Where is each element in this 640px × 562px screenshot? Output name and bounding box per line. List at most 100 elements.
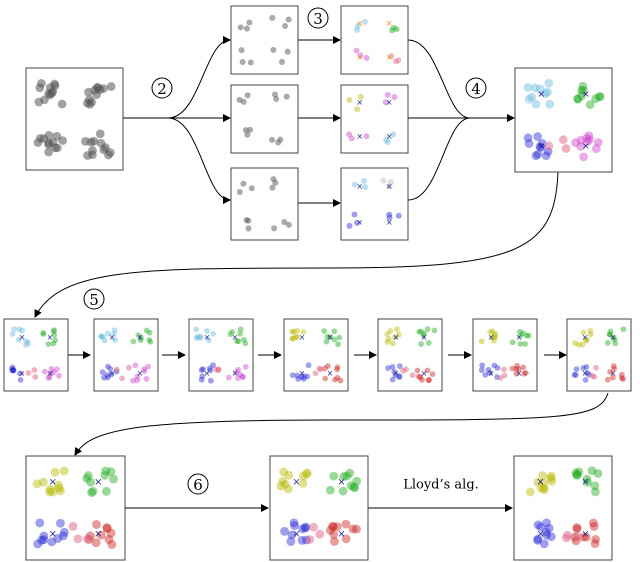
data-point [111,331,117,338]
data-point [539,483,549,493]
data-point [51,327,57,333]
data-point [304,373,311,380]
data-point [45,341,52,347]
data-point [45,487,55,497]
data-point [573,366,580,373]
data-point [386,211,393,218]
data-point [56,486,65,496]
data-point [353,26,360,34]
data-point [420,332,427,339]
data-point [50,340,57,347]
refine-panel-1: ×××× [3,318,69,392]
data-point [491,362,498,369]
data-point [362,184,369,191]
data-point [520,364,527,371]
data-point [143,375,150,382]
data-point [237,326,244,333]
data-point [393,26,400,33]
data-point [584,131,594,141]
data-point [9,367,16,374]
data-point [572,470,582,480]
data-point [229,328,236,335]
data-point [595,92,605,101]
data-point [239,58,246,65]
data-point [419,376,425,383]
data-point [536,483,546,493]
centroid-marker: × [386,132,393,141]
data-point [582,137,592,146]
data-point [294,334,300,341]
data-point [55,518,65,528]
data-point [16,326,23,333]
data-point [388,53,395,60]
data-point [533,149,543,159]
data-point [300,523,310,533]
data-point [9,364,16,371]
data-point [334,366,341,373]
data-point [290,521,299,531]
data-point [275,139,282,146]
centroid-marker: × [386,53,393,62]
centroid-marker: × [536,477,544,488]
data-point [95,129,105,139]
data-point [536,143,546,152]
data-point [98,334,105,340]
data-point [579,341,586,348]
data-point [80,136,90,146]
data-point [242,127,249,134]
data-point [300,329,307,335]
data-point [354,23,361,30]
data-point [238,47,245,54]
data-point [330,537,339,546]
data-point [414,367,421,374]
data-point [342,471,352,481]
data-point [242,364,249,370]
data-point [15,336,22,343]
data-point [147,338,154,345]
data-point [227,331,234,338]
data-point [32,374,39,380]
data-point [101,486,111,496]
data-point [289,335,296,342]
data-point [384,91,391,98]
data-point [591,534,601,544]
data-point [280,526,289,536]
data-point [235,366,241,373]
data-point [578,81,588,91]
data-point [338,486,348,496]
centroid-marker: × [47,369,54,378]
data-point [525,332,532,339]
data-point [38,477,48,487]
centroid-marker: × [537,141,545,152]
centroid-marker: × [386,19,393,28]
data-point [301,373,307,380]
data-point [571,138,580,147]
data-point [281,218,288,225]
data-point [225,374,232,381]
data-point [546,473,556,483]
data-point [53,480,63,490]
data-point [350,483,360,493]
data-point [593,364,599,371]
data-point [17,377,24,383]
centroid-marker: × [94,477,102,488]
data-point [386,214,393,221]
data-point [33,539,43,549]
merged-panel: ×××× [514,67,613,173]
refine-panel-6: ×××× [472,318,538,392]
data-point [32,479,42,489]
data-point [284,470,294,480]
refine-panel-2: ×××× [93,318,159,392]
centroid-marker: × [49,477,57,488]
centroid-marker: × [536,529,544,540]
data-point [426,376,433,383]
data-point [389,27,396,34]
refine-panel-3: ×××× [188,318,254,392]
data-point [431,327,438,334]
data-point [535,142,545,151]
data-point [346,97,353,104]
data-point [545,99,555,109]
step-3-label: 3 [313,10,323,28]
data-point [295,376,302,382]
data-point [278,476,288,486]
